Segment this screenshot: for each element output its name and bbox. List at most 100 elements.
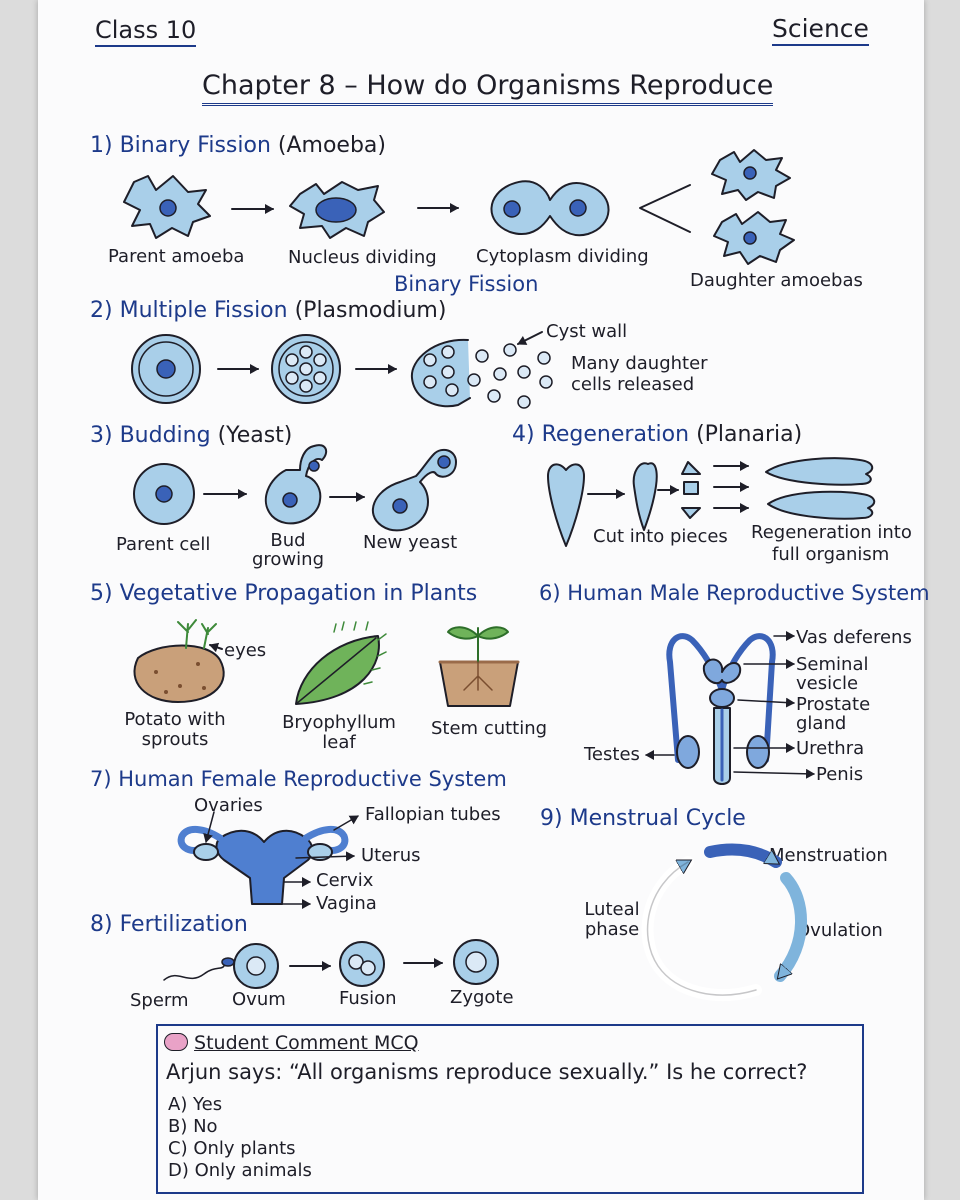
section-2-paren: (Plasmodium)	[294, 298, 447, 323]
label-parent-cell: Parent cell	[116, 534, 211, 555]
label-prostate-line-2: gland	[796, 713, 847, 734]
label-bud-line-2: growing	[252, 549, 324, 570]
section-2-title: Multiple Fission	[119, 298, 288, 323]
section-5-heading: 5) Vegetative Propagation in Plants	[90, 581, 477, 606]
cycle-arrow-ovulation	[774, 872, 807, 982]
testis-right	[746, 735, 770, 769]
section-4-paren: (Planaria)	[696, 422, 803, 447]
section-9-number: 9)	[540, 806, 563, 831]
seminal-vesicle	[702, 658, 742, 685]
ovary-left	[193, 843, 219, 861]
section-3-number: 3)	[90, 423, 113, 448]
section-7-heading: 7) Human Female Reproductive System	[90, 767, 507, 791]
section-1-title: Binary Fission	[119, 133, 271, 158]
label-released-line-1: Many daughter	[571, 353, 708, 374]
label-eyes: eyes	[224, 640, 267, 661]
section-5-title: Vegetative Propagation in Plants	[119, 581, 478, 606]
label-urethra: Urethra	[796, 738, 865, 759]
label-testes: Testes	[584, 744, 640, 765]
section-9-heading: 9) Menstrual Cycle	[540, 806, 746, 831]
cyst-releasing	[410, 338, 471, 408]
label-uterus: Uterus	[361, 845, 421, 866]
label-cut-into-pieces: Cut into pieces	[593, 526, 728, 547]
diagram-artwork	[123, 149, 876, 1002]
mcq-box: Student Comment MCQ Arjun says: “All org…	[156, 1024, 864, 1194]
mcq-option-a[interactable]: A) Yes	[168, 1094, 223, 1115]
subject-label: Science	[772, 14, 869, 46]
label-cyst-wall: Cyst wall	[546, 321, 628, 342]
section-1-number: 1)	[90, 133, 113, 158]
label-parent-amoeba: Parent amoeba	[108, 246, 245, 267]
label-cytoplasm-dividing: Cytoplasm dividing	[476, 246, 649, 267]
label-ovum: Ovum	[232, 989, 286, 1010]
label-released-line-2: cells released	[571, 374, 695, 395]
label-luteal-line-1: Luteal	[584, 899, 640, 920]
potato	[133, 644, 225, 703]
section-6-title: Human Male Reproductive System	[567, 581, 930, 605]
testis-left	[676, 735, 700, 769]
mcq-option-b[interactable]: B) No	[168, 1116, 218, 1137]
fallopian-tube-right	[302, 826, 349, 854]
label-nucleus-dividing: Nucleus dividing	[288, 247, 437, 268]
label-zygote: Zygote	[450, 987, 514, 1008]
label-sperm: Sperm	[130, 990, 189, 1011]
section-1-heading: 1) Binary Fission (Amoeba)	[90, 133, 386, 158]
label-daughter-amoebas: Daughter amoebas	[690, 270, 863, 291]
label-bryophyllum-line-1: Bryophyllum	[282, 712, 396, 733]
label-vas-deferens: Vas deferens	[796, 627, 912, 648]
cycle-arrow-luteal	[641, 856, 762, 1002]
label-ovulation: Ovulation	[796, 920, 883, 941]
label-regeneration-line-2: full organism	[772, 544, 890, 565]
section-2-heading: 2) Multiple Fission (Plasmodium)	[90, 298, 446, 323]
label-fusion: Fusion	[339, 988, 397, 1009]
label-regeneration-line-1: Regeneration into	[751, 522, 912, 543]
section-6-number: 6)	[539, 581, 561, 605]
class-label: Class 10	[95, 16, 197, 47]
section-7-number: 7)	[90, 767, 112, 791]
sperm	[163, 965, 225, 981]
label-seminal-line-1: Seminal	[796, 654, 869, 675]
section-4-heading: 4) Regeneration (Planaria)	[512, 422, 802, 447]
planaria-piece-tail	[681, 507, 701, 519]
label-menstruation: Menstruation	[769, 845, 888, 866]
section-3-title: Budding	[119, 423, 211, 448]
mcq-heading: Student Comment MCQ	[194, 1032, 419, 1054]
label-fallopian-tubes: Fallopian tubes	[365, 804, 501, 825]
mcq-option-c[interactable]: C) Only plants	[168, 1138, 296, 1159]
section-8-heading: 8) Fertilization	[90, 912, 248, 937]
section-3-paren: (Yeast)	[217, 423, 293, 448]
prostate-gland	[709, 688, 735, 708]
page-title: Chapter 8 – How do Organisms Reproduce	[202, 70, 774, 106]
label-cervix: Cervix	[316, 870, 374, 891]
planaria-whole	[547, 463, 585, 547]
label-luteal-line-2: phase	[584, 919, 640, 940]
label-seminal-line-2: vesicle	[796, 673, 859, 694]
label-vagina: Vagina	[316, 893, 377, 914]
mcq-heading-row: Student Comment MCQ	[164, 1032, 419, 1054]
planaria-cut	[632, 462, 658, 531]
section-9-title: Menstrual Cycle	[569, 806, 746, 831]
planaria-regenerated-1	[765, 457, 874, 486]
fallopian-tube-left	[177, 826, 224, 854]
mcq-option-d[interactable]: D) Only animals	[168, 1160, 312, 1181]
section-3-heading: 3) Budding (Yeast)	[90, 423, 292, 448]
label-bryophyllum-line-2: leaf	[322, 732, 356, 753]
stem-cutting-pot	[439, 661, 519, 707]
label-bud-line-1: Bud	[270, 530, 306, 551]
mcq-question: Arjun says: “All organisms reproduce sex…	[166, 1060, 808, 1084]
binary-fission-caption: Binary Fission	[394, 272, 539, 296]
section-4-number: 4)	[512, 422, 535, 447]
label-stem-cutting: Stem cutting	[431, 718, 548, 739]
section-8-title: Fertilization	[119, 912, 248, 937]
label-potato-line-2: sprouts	[141, 729, 209, 750]
yeast-bud-growing	[264, 444, 328, 525]
label-prostate-line-1: Prostate	[796, 694, 871, 715]
label-penis: Penis	[816, 764, 864, 785]
section-1-paren: (Amoeba)	[277, 133, 386, 158]
section-5-number: 5)	[90, 581, 113, 606]
section-8-number: 8)	[90, 912, 113, 937]
amoeba-cytoplasm-dividing	[490, 180, 610, 237]
cycle-arrow-menstruation	[704, 843, 782, 868]
section-4-title: Regeneration	[541, 422, 690, 447]
uterus	[215, 829, 314, 905]
